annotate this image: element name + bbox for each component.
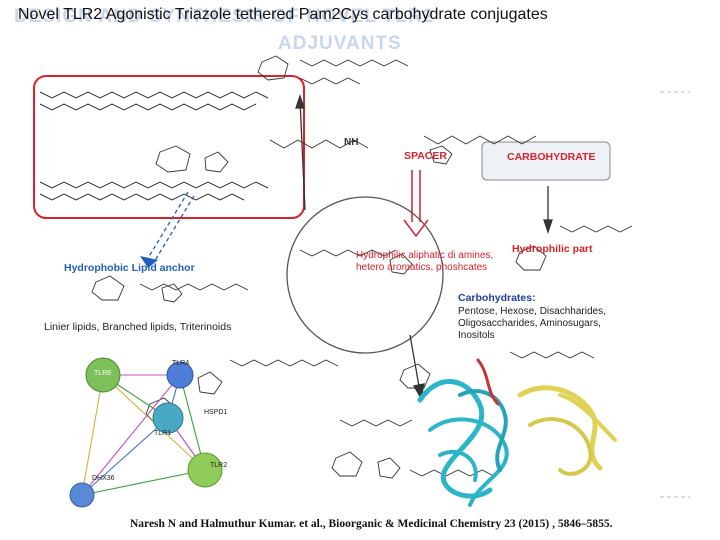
- node-label-tlr6: TLR6: [94, 370, 112, 377]
- central-circle: [286, 196, 444, 354]
- carbohydrate-label: CARBOHYDRATE: [507, 151, 596, 163]
- hydrophobic-lipid-anchor-label: Hydrophobic Lipid anchor: [64, 262, 195, 274]
- ghost-title-line1: DESIGN AND SYNTHESIS OF NOVEL TLR2: [14, 6, 435, 27]
- carbohydrates-list: Pentose, Hexose, Disachharides, Oligosac…: [458, 306, 606, 341]
- spacer-types-text: Hydrophilic aliphatic di amines, hetero …: [356, 250, 494, 273]
- spacer-arrow: [403, 170, 429, 238]
- spacer-label: SPACER: [404, 150, 447, 162]
- citation: Naresh N and Halmuthur Kumar. et al., Bi…: [130, 518, 613, 530]
- page-title: Novel TLR2 Agonistic Triazole tethered P…: [18, 6, 548, 23]
- hydrophilic-part-label: Hydrophilic part: [512, 243, 593, 255]
- protein-structure: [417, 358, 617, 507]
- carbohydrates-heading: Carbohydrates:: [458, 292, 536, 304]
- node-label-tlr1: TLR1: [154, 430, 172, 437]
- lipid-arrow: [147, 191, 195, 263]
- node-label-dhx36: DHX36: [92, 475, 115, 482]
- lipid-types-text: Linier lipids, Branched lipids, Triterin…: [44, 321, 232, 333]
- node-label-tlr2: TLR2: [210, 462, 228, 469]
- lipid-chains: [39, 91, 269, 201]
- lipid-anchor-box: [33, 75, 305, 219]
- network-nodes: [69, 357, 223, 508]
- ghost-title-line2: ADJUVANTS: [278, 33, 402, 54]
- carbohydrate-box: [481, 141, 611, 181]
- node-label-hspd1: HSPD1: [204, 409, 228, 416]
- nh-label: NH: [344, 137, 359, 148]
- node-label-tlr4: TLR4: [172, 360, 190, 367]
